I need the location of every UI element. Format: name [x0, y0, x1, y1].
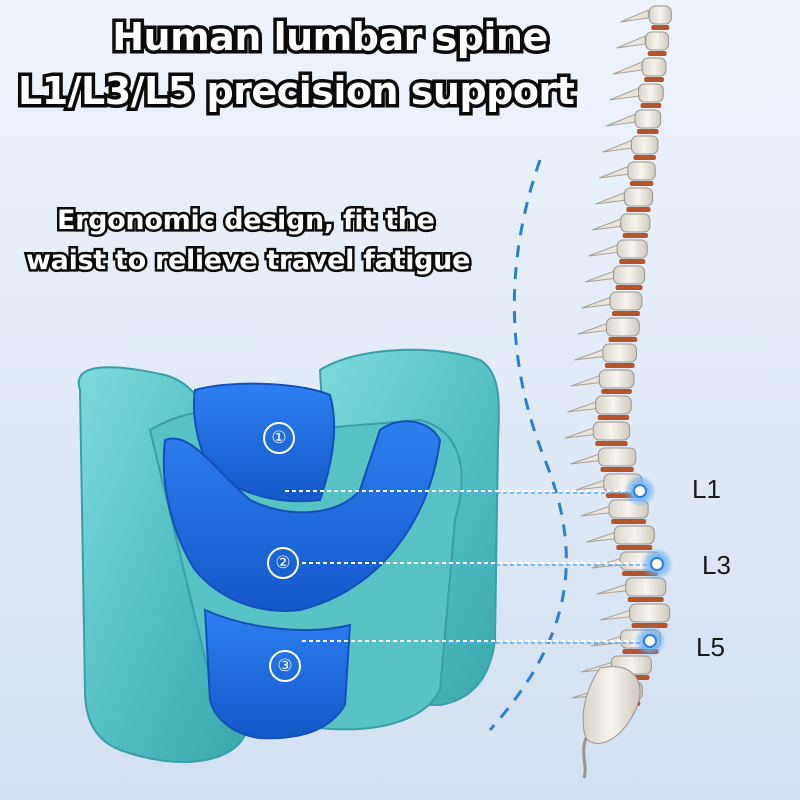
vertebra-process — [595, 191, 627, 205]
intervertebral-disc — [629, 181, 654, 186]
vertebra-markers — [624, 475, 673, 657]
vertebra-process — [602, 139, 634, 153]
vertebra-process — [584, 269, 618, 283]
intervertebral-disc — [600, 467, 634, 472]
vertebra-body — [609, 291, 643, 311]
pillow-zone-2-pad — [162, 420, 442, 612]
zone-number-2: ② — [267, 547, 299, 579]
vertebra-process — [588, 243, 621, 257]
vertebra-body — [592, 421, 631, 441]
vertebra-process — [577, 321, 612, 335]
intervertebral-disc — [644, 77, 664, 82]
coccyx — [582, 737, 588, 779]
sacrum — [582, 666, 641, 744]
intervertebral-disc — [608, 337, 638, 342]
vertebra-body — [598, 369, 635, 389]
spine — [564, 5, 672, 779]
intervertebral-disc — [612, 311, 640, 316]
vertebra-process — [620, 9, 649, 23]
intervertebral-disc — [651, 25, 670, 30]
vertebra-label-l5: L5 — [696, 632, 725, 662]
intervertebral-disc — [640, 103, 662, 108]
vertebra-body — [630, 135, 659, 155]
intervertebral-disc — [597, 415, 630, 420]
vertebra-body — [595, 395, 632, 415]
intervertebral-disc — [647, 51, 667, 56]
lumbar-pillow — [77, 348, 500, 763]
zone-number-1: ① — [263, 422, 295, 454]
intervertebral-disc — [615, 285, 643, 290]
vertebra-process — [606, 113, 637, 127]
vertebra-process — [598, 165, 631, 179]
intervertebral-disc — [616, 545, 653, 550]
vertebra-body — [634, 109, 662, 129]
intervertebral-disc — [595, 441, 628, 446]
vertebra-body — [616, 239, 648, 259]
headline-line-1: Human lumbar spine — [109, 12, 552, 63]
vertebra-process — [591, 217, 624, 231]
vertebra-label-l3: L3 — [702, 550, 731, 580]
vertebra-body — [602, 343, 638, 363]
vertebra-body — [598, 447, 637, 467]
zone-number-3: ③ — [269, 650, 301, 682]
vertebra-label-l1: L1 — [692, 474, 721, 504]
intervertebral-disc — [601, 389, 632, 394]
vertebra-body — [648, 5, 672, 25]
intervertebral-disc — [633, 155, 656, 160]
vertebra-body — [613, 265, 646, 285]
vertebra-body — [627, 161, 656, 181]
vertebra-body — [605, 317, 640, 337]
vertebra-body — [620, 213, 651, 233]
intervertebral-disc — [611, 519, 647, 524]
vertebra-body — [641, 57, 667, 77]
intervertebral-disc — [627, 597, 664, 602]
subheadline-line-2: waist to relieve travel fatigue — [23, 243, 472, 279]
vertebra-body — [638, 83, 664, 103]
intervertebral-disc — [637, 129, 659, 134]
intervertebral-disc — [619, 259, 646, 264]
intervertebral-disc — [626, 207, 651, 212]
vertebra-body — [623, 187, 654, 207]
subheadline-line-1: Ergonomic design, fit the — [55, 203, 438, 239]
vertebra-body — [613, 525, 655, 545]
intervertebral-disc — [604, 363, 635, 368]
headline-line-2: L1/L3/L5 precision support — [15, 66, 579, 117]
vertebra-body — [645, 31, 670, 51]
vertebra-body — [629, 603, 671, 623]
spine-curve-guide — [488, 159, 568, 731]
guide-lines — [285, 490, 655, 644]
intervertebral-disc — [622, 233, 648, 238]
vertebra-process — [616, 35, 646, 49]
vertebra-body — [625, 577, 667, 597]
vertebra-process — [581, 295, 615, 309]
